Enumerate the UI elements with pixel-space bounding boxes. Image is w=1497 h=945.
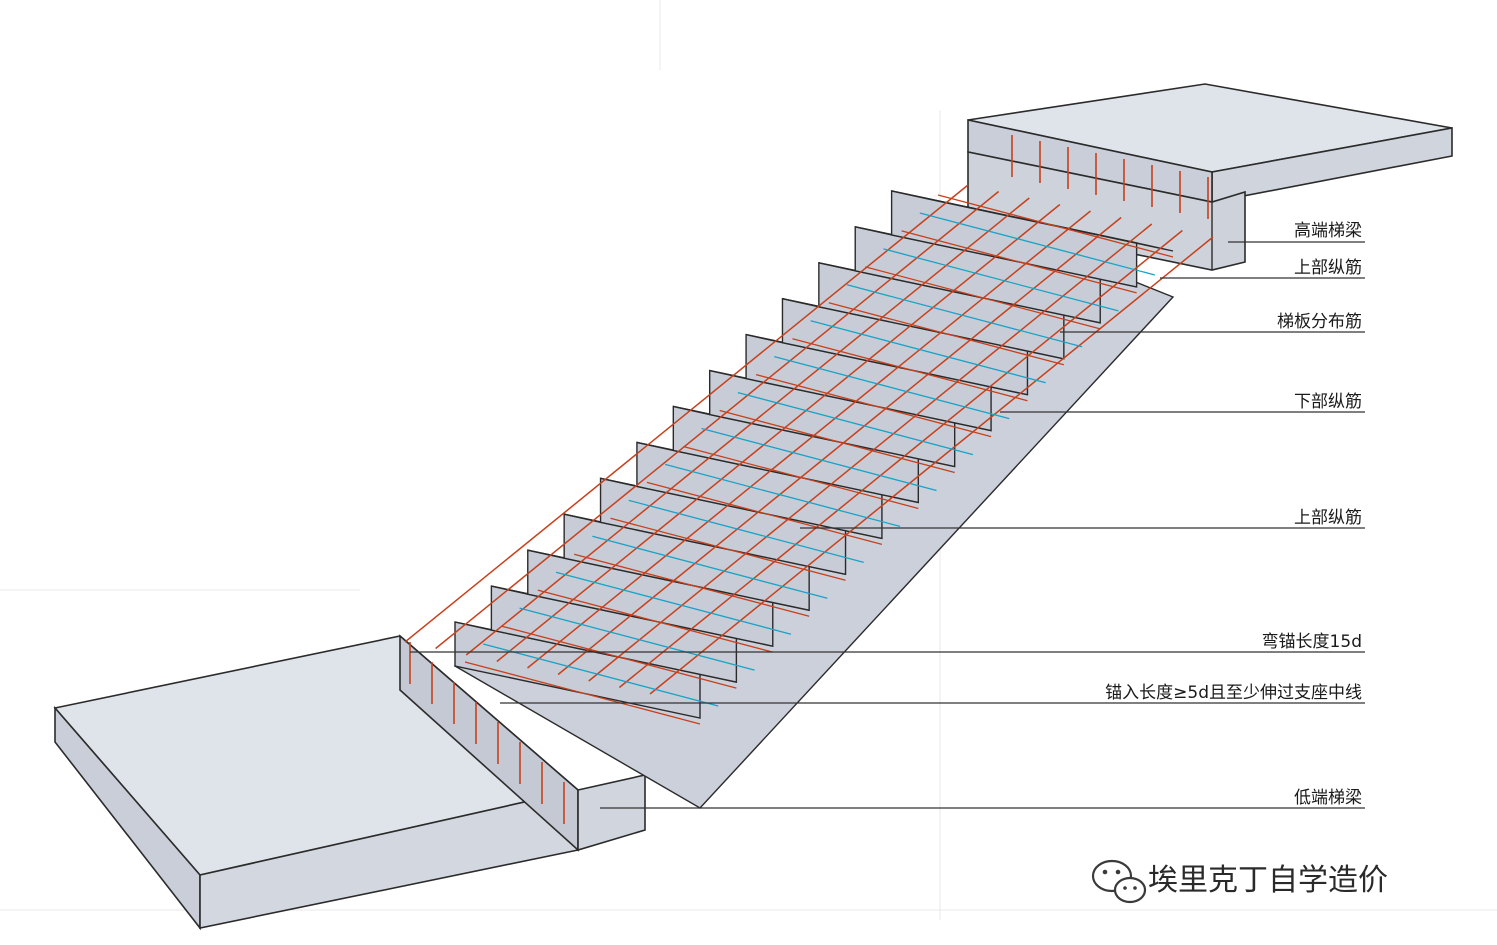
distribution-bar [464,661,701,725]
longitudinal-bar [649,236,1214,695]
distribution-bar [573,553,810,617]
label-top-longitudinal-2: 上部纵筋 [1294,508,1362,528]
distribution-bar [701,427,937,492]
distribution-bar [901,230,1137,294]
longitudinal-bar [588,223,1153,682]
watermark: 埃里克丁自学造价 [1091,859,1388,904]
distribution-bar [664,463,901,528]
distribution-bar [537,589,773,653]
label-bend-anchor: 弯锚长度15d [1262,632,1362,652]
label-low-end-beam: 低端梯梁 [1294,788,1362,808]
distribution-bar [719,409,955,474]
distribution-bar [592,535,828,599]
distribution-bar [792,338,1028,402]
distribution-bar [646,481,883,546]
distribution-bar [483,643,719,707]
annotations: 高端梯梁 上部纵筋 梯板分布筋 下部纵筋 上部纵筋 弯锚长度15d 锚入长度≥5… [410,221,1365,809]
longitudinal-bar [557,216,1122,676]
distribution-bar [883,248,1119,312]
distribution-bar [683,445,919,510]
low-end-beam [399,634,646,852]
top-landing-slab [967,83,1453,203]
stair-flight [453,190,1175,809]
distribution-bar [919,212,1155,276]
distribution-bar [555,571,792,635]
distribution-bar [737,391,974,456]
distribution-bar [519,607,755,671]
longitudinal-bar [404,184,969,643]
wechat-icon [1091,859,1147,904]
distribution-bar [628,499,864,563]
distribution-bar [810,320,1046,384]
longitudinal-bar [527,210,1091,669]
longitudinal-bar [496,203,1061,663]
distribution-bar [846,284,1083,348]
distribution-bar [865,266,1101,330]
distribution-bar [501,625,737,689]
label-anchor-length: 锚入长度≥5d且至少伸过支座中线 [1105,683,1362,703]
rebar-group [404,135,1214,824]
distribution-bar [755,373,992,438]
distribution-bar [937,194,1174,258]
label-slab-distribution: 梯板分布筋 [1277,312,1362,332]
distribution-bar [774,356,1010,420]
longitudinal-bar [435,190,1000,650]
distribution-bar [610,517,846,581]
watermark-text: 埃里克丁自学造价 [1148,863,1388,898]
label-high-end-beam: 高端梯梁 [1294,221,1362,241]
distribution-bar [828,302,1065,366]
longitudinal-bar [465,197,1030,656]
label-top-longitudinal-1: 上部纵筋 [1294,258,1362,278]
label-bottom-longitudinal: 下部纵筋 [1294,392,1362,412]
